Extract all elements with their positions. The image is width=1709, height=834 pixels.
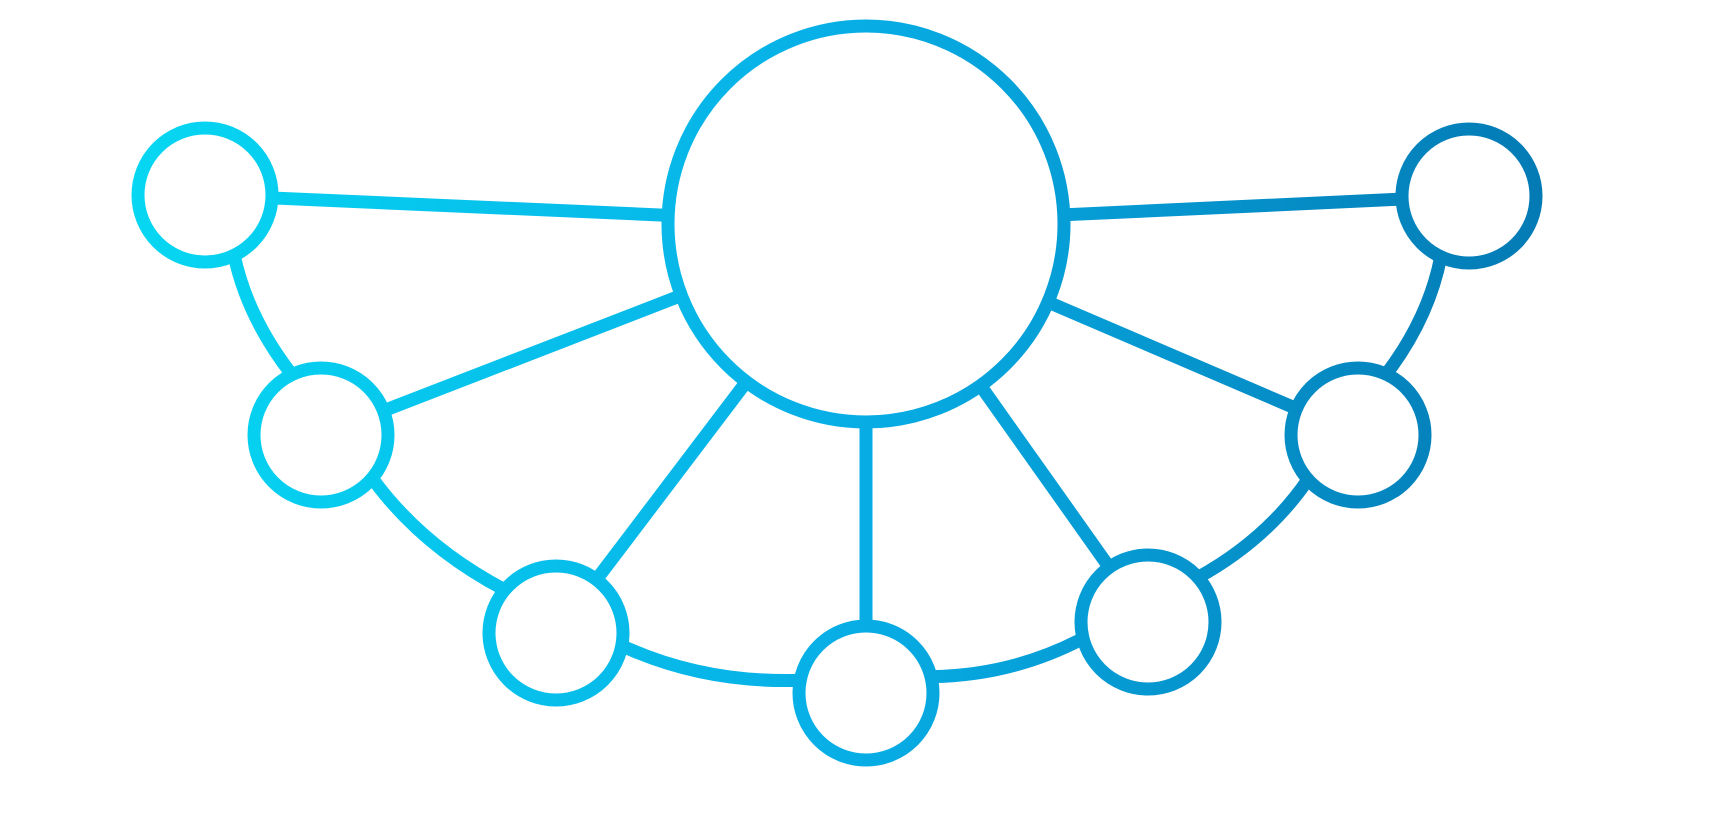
satellite-node-2 bbox=[247, 361, 395, 509]
satellite-node-7 bbox=[1395, 122, 1543, 270]
spoke-edge-hub-node-2 bbox=[381, 289, 684, 417]
arc-edge-node-4-node-5 bbox=[930, 632, 1087, 684]
arc-edge-node-2-node-3 bbox=[366, 474, 508, 596]
spoke-edge-hub-node-3 bbox=[591, 377, 752, 584]
satellite-node-4 bbox=[792, 619, 940, 767]
satellite-node-6 bbox=[1284, 361, 1432, 509]
satellite-node-3 bbox=[482, 559, 630, 707]
arc-edge-node-1-node-2 bbox=[227, 253, 297, 379]
satellite-node-1 bbox=[131, 121, 279, 269]
spoke-edge-hub-node-5 bbox=[975, 381, 1115, 572]
spoke-edge-hub-node-1 bbox=[271, 191, 669, 222]
arc-edge-node-5-node-6 bbox=[1194, 475, 1314, 584]
edges-layer bbox=[227, 191, 1448, 688]
satellite-node-5 bbox=[1074, 548, 1222, 696]
hub-node bbox=[661, 19, 1071, 429]
spoke-edge-hub-node-6 bbox=[1045, 296, 1299, 415]
arc-edge-node-3-node-4 bbox=[619, 639, 801, 688]
nodes-layer bbox=[131, 19, 1543, 767]
arc-edge-node-6-node-7 bbox=[1381, 255, 1448, 379]
spoke-edge-hub-node-7 bbox=[1063, 192, 1403, 222]
